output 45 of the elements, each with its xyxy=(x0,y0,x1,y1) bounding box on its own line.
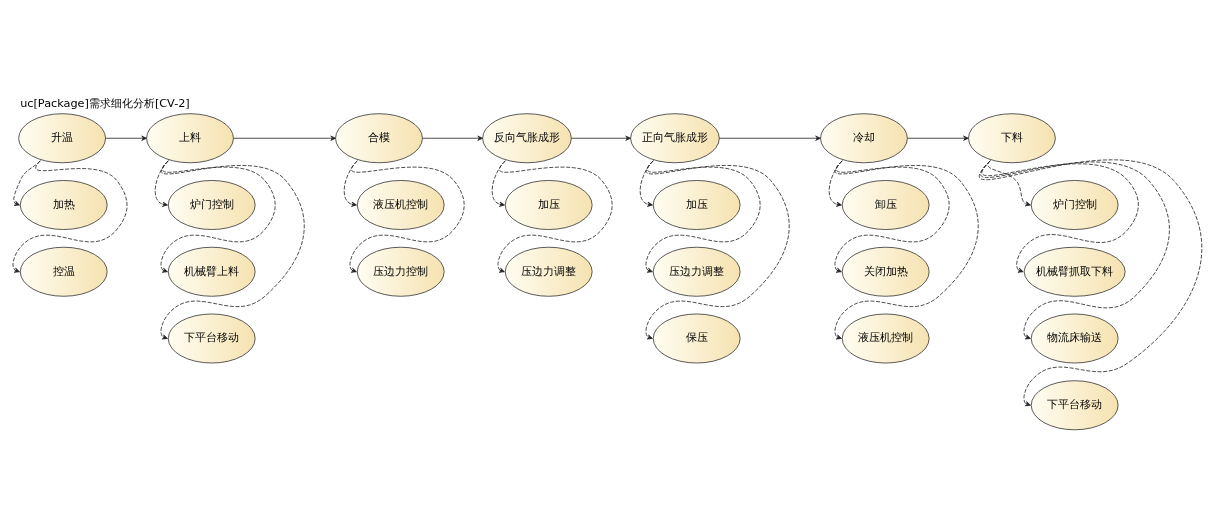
node-ellipse: 炉门控制 xyxy=(1030,179,1119,230)
node-ellipse: 卸压 xyxy=(841,179,930,230)
node-ellipse: 加热 xyxy=(19,179,108,230)
node-ellipse: 压边力调整 xyxy=(652,246,741,297)
arrow xyxy=(979,158,1203,406)
arrow xyxy=(718,135,821,141)
node-ellipse: 正向气胀成形 xyxy=(630,112,720,163)
node-ellipse: 控温 xyxy=(19,246,108,297)
node-ellipse: 上料 xyxy=(146,112,234,163)
arrow xyxy=(422,135,483,141)
node-ellipse: 加压 xyxy=(504,179,593,230)
node-ellipse: 反向气胀成形 xyxy=(482,112,572,163)
arrow xyxy=(907,135,969,141)
node-ellipse: 液压机控制 xyxy=(841,313,930,363)
arrow xyxy=(343,159,358,207)
node-ellipse: 压边力控制 xyxy=(356,246,445,297)
diagram-title: uc[Package]需求细化分析[CV-2] xyxy=(20,96,190,110)
node-ellipse: 物流床输送 xyxy=(1030,313,1119,363)
node-ellipse: 机械臂上料 xyxy=(167,246,256,297)
arrow xyxy=(160,159,305,339)
node-ellipse: 加压 xyxy=(652,179,741,230)
node-ellipse: 下料 xyxy=(968,112,1056,163)
node-ellipse: 关闭加热 xyxy=(841,246,930,297)
arrow xyxy=(834,159,979,339)
node-ellipse: 炉门控制 xyxy=(167,179,256,230)
node-ellipse: 下平台移动 xyxy=(1030,379,1119,430)
arrow xyxy=(571,135,631,141)
node-ellipse: 保压 xyxy=(652,313,741,363)
node-ellipse: 液压机控制 xyxy=(356,179,445,230)
arrow xyxy=(645,159,790,339)
arrow xyxy=(349,159,465,273)
node-ellipse: 合模 xyxy=(335,112,423,163)
node-ellipse: 冷却 xyxy=(820,112,908,163)
node-ellipse: 升温 xyxy=(18,112,106,163)
arrow xyxy=(982,159,1139,273)
arrow xyxy=(105,135,147,141)
arrow xyxy=(497,159,613,273)
node-ellipse: 下平台移动 xyxy=(167,313,256,363)
arrow xyxy=(12,159,128,273)
node-ellipse: 机械臂抓取下料 xyxy=(1023,246,1126,297)
arrow xyxy=(154,159,169,207)
node-ellipse: 压边力调整 xyxy=(504,246,593,297)
arrow xyxy=(980,159,1170,339)
arrow xyxy=(987,159,1031,206)
arrow xyxy=(233,135,336,141)
